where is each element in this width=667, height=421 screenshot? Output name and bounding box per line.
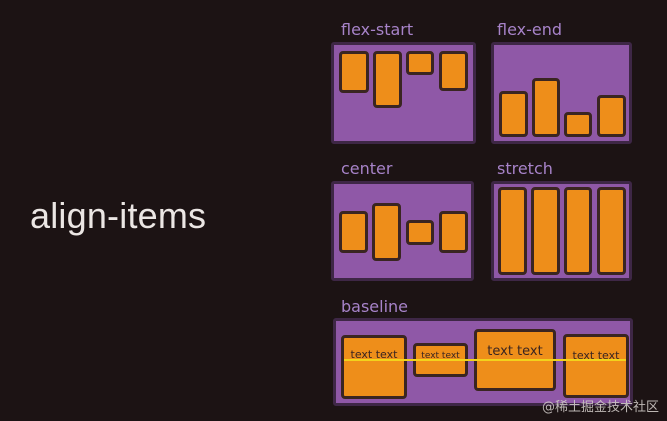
flex-item — [498, 187, 527, 275]
item-text: text text — [421, 351, 460, 361]
panel-center — [331, 181, 474, 281]
page-title: align-items — [30, 195, 207, 236]
panel-label-baseline: baseline — [341, 297, 409, 316]
flex-item — [406, 220, 434, 245]
flex-item — [564, 112, 592, 137]
flex-item — [531, 187, 560, 275]
flex-item — [597, 187, 626, 275]
flex-item — [339, 211, 368, 253]
flex-item — [532, 78, 560, 137]
flex-item: text text — [563, 334, 629, 398]
flex-item — [373, 51, 402, 108]
flex-item — [439, 211, 468, 253]
panel-flex-end — [491, 42, 632, 144]
watermark: @稀土掘金技术社区 — [541, 400, 659, 415]
item-text: text text — [350, 348, 398, 361]
panel-label-stretch: stretch — [497, 159, 553, 178]
flex-item — [564, 187, 592, 275]
flex-item — [597, 95, 626, 137]
flex-item — [339, 51, 369, 93]
panel-baseline: text text text text text text text text — [333, 318, 633, 406]
flex-item — [406, 51, 434, 75]
panel-label-center: center — [341, 159, 393, 178]
item-text: text text — [572, 349, 620, 362]
baseline-line — [344, 359, 626, 361]
panel-stretch — [491, 181, 632, 281]
flex-item — [372, 203, 401, 261]
flex-item — [499, 91, 528, 137]
panel-label-flex-end: flex-end — [497, 20, 563, 39]
panel-flex-start — [331, 42, 476, 144]
flex-item — [439, 51, 468, 91]
flex-item: text text — [341, 335, 407, 399]
panel-label-flex-start: flex-start — [341, 20, 414, 39]
item-text: text text — [487, 344, 543, 359]
